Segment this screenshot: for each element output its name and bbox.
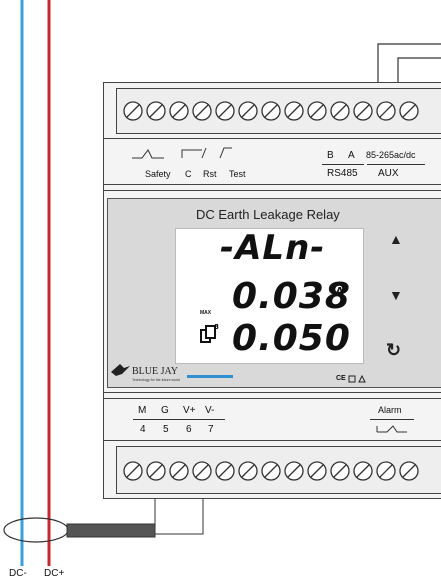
top-screw-row — [122, 96, 422, 126]
certification-symbols-icon — [348, 375, 366, 383]
screw-slot — [287, 464, 301, 478]
screw-slot — [356, 104, 370, 118]
screw-slot — [241, 104, 255, 118]
screw-slot — [241, 464, 255, 478]
alarm-underline — [370, 419, 414, 420]
up-button[interactable]: ▲ — [389, 231, 403, 247]
brand-accent-bar — [187, 375, 233, 378]
label-dc-minus: DC- — [9, 568, 27, 579]
terminal-4: 4 — [140, 424, 146, 435]
lcd-memory-icon: 8 — [200, 323, 219, 343]
label-aux: AUX — [378, 168, 399, 179]
brand-name: BLUE JAY — [132, 366, 179, 377]
lcd-line-status: -ALn- — [220, 228, 326, 268]
rs485-underline — [322, 164, 364, 165]
screw-slot — [172, 464, 186, 478]
lcd-line-setpoint: 0.050 — [232, 318, 351, 359]
svg-text:8: 8 — [214, 323, 219, 331]
screw-slot — [402, 104, 416, 118]
screw-slot — [149, 104, 163, 118]
label-alarm: Alarm — [378, 405, 402, 415]
screw-slot — [172, 104, 186, 118]
screw-slot — [264, 104, 278, 118]
rail-line — [103, 184, 441, 185]
screw-slot — [149, 464, 163, 478]
cycle-button[interactable]: ↻ — [386, 340, 402, 360]
rail-line — [103, 398, 441, 399]
ct-cable — [66, 523, 156, 538]
label-vplus: V+ — [183, 405, 196, 416]
screw-slot — [126, 104, 140, 118]
screw-slot — [356, 464, 370, 478]
screw-slot — [333, 104, 347, 118]
screw-slot — [310, 104, 324, 118]
label-safety: Safety — [145, 169, 171, 179]
bluejay-logo-icon — [111, 364, 130, 376]
screw-slot — [195, 464, 209, 478]
label-c: C — [185, 169, 192, 179]
label-m: M — [138, 405, 147, 416]
terminal-6: 6 — [186, 424, 192, 435]
screw-slot — [218, 104, 232, 118]
screw-slot — [264, 464, 278, 478]
lcd-max-label: MAX — [200, 310, 212, 316]
label-g: G — [161, 405, 169, 416]
label-supply: 85-265ac/dc — [366, 150, 416, 160]
relay-contact-symbols — [132, 147, 232, 159]
label-test: Test — [229, 169, 246, 179]
aux-lead-1 — [377, 43, 441, 100]
label-vminus: V- — [205, 405, 215, 416]
screw-slot — [379, 464, 393, 478]
device-title: DC Earth Leakage Relay — [196, 207, 340, 222]
screw-terminals-icon — [123, 101, 419, 121]
bottom-label-divider — [133, 419, 225, 420]
rail-line — [103, 392, 441, 393]
screw-slot — [310, 464, 324, 478]
label-rst: Rst — [203, 169, 217, 179]
screw-slot — [126, 464, 140, 478]
label-dc-plus: DC+ — [44, 568, 65, 579]
current-transformer-ring — [3, 517, 69, 543]
bottom-screw-row — [122, 456, 422, 486]
rail-line — [103, 138, 441, 139]
down-button[interactable]: ▼ — [389, 287, 403, 303]
screw-slot — [333, 464, 347, 478]
screw-slot — [287, 104, 301, 118]
label-b: B — [327, 150, 334, 161]
rail-line — [103, 440, 441, 441]
screw-slot — [379, 104, 393, 118]
rail-line — [103, 190, 441, 191]
lcd-line-current: 0.038 — [232, 276, 351, 317]
lcd-unit-amps: A — [335, 284, 345, 299]
aux-underline — [367, 164, 425, 165]
alarm-contact-icon — [376, 425, 407, 433]
screw-slot — [402, 464, 416, 478]
screw-slot — [195, 104, 209, 118]
terminal-5: 5 — [163, 424, 169, 435]
screw-slot — [218, 464, 232, 478]
certification-marks: CE — [336, 375, 346, 382]
screw-terminals-icon — [123, 461, 419, 481]
brand-tagline: Technology for the future world — [132, 378, 180, 382]
label-rs485: RS485 — [327, 168, 358, 179]
label-a: A — [348, 150, 355, 161]
terminal-7: 7 — [208, 424, 214, 435]
